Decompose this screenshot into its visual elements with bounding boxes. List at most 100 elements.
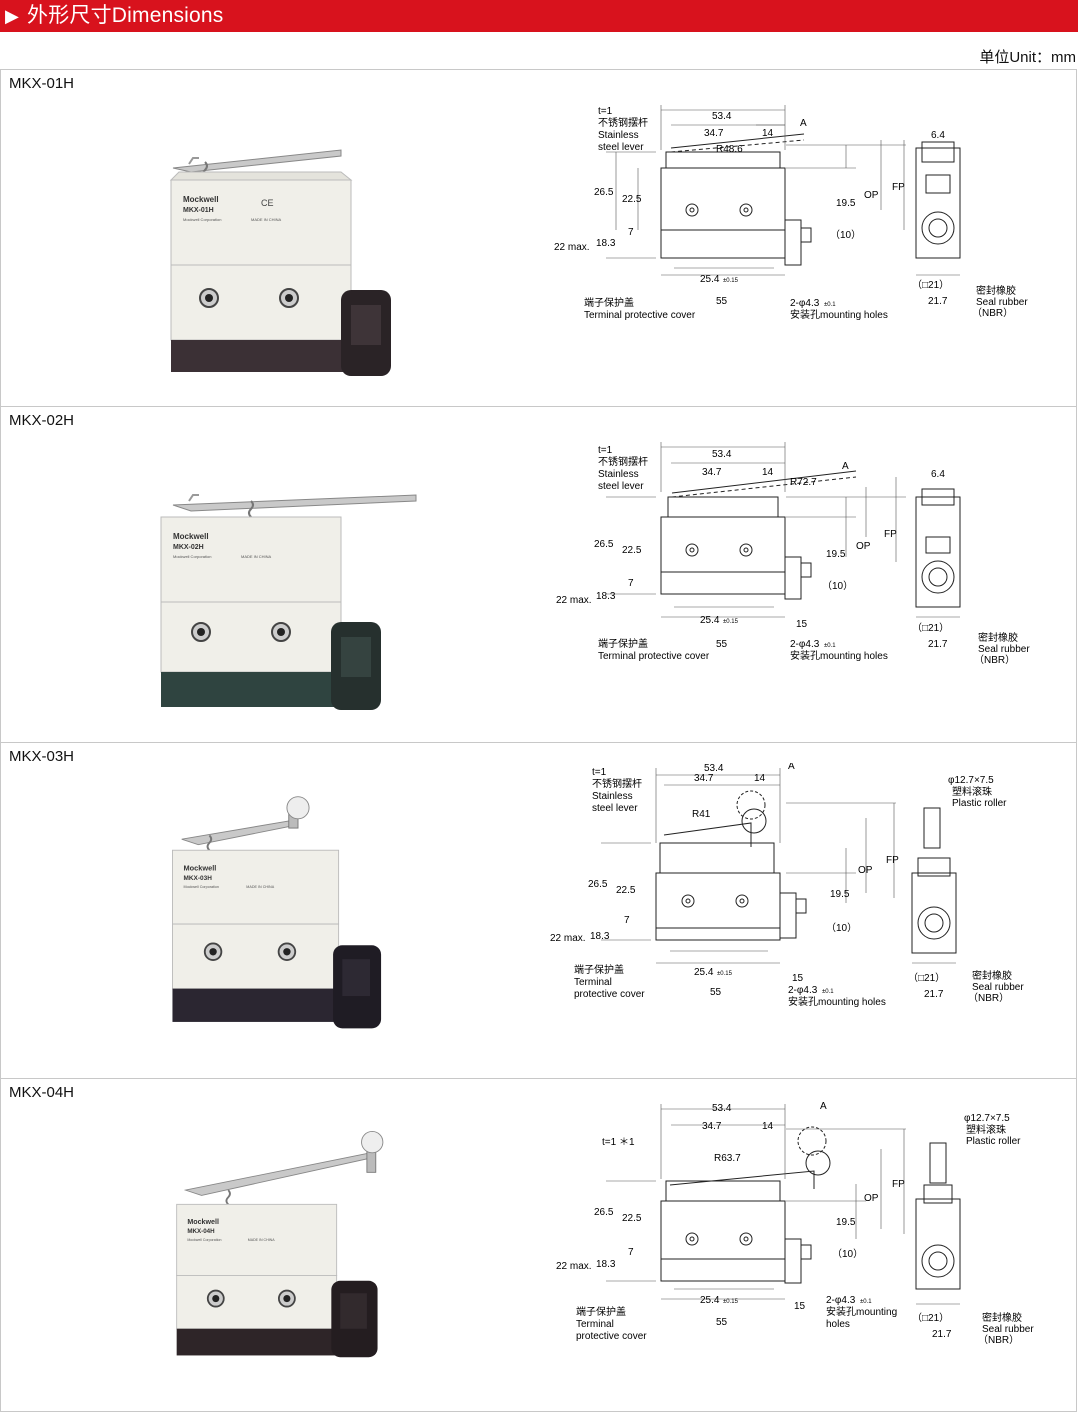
- dim-tol-015: ±0.15: [717, 971, 733, 977]
- dim-thickness: t=1: [598, 445, 613, 456]
- label-mounting-holes-2: holes: [826, 1319, 850, 1330]
- dim-14: 14: [762, 467, 774, 478]
- dim-18-3: 18.3: [596, 591, 616, 602]
- dim-19-5: 19.5: [830, 889, 850, 900]
- photo-model: MKX-01H: [183, 207, 214, 214]
- photo-made: MADE IN CHINA: [241, 554, 272, 559]
- dim-14: 14: [762, 128, 774, 139]
- section-header: ▶ 外形尺寸Dimensions: [0, 0, 1078, 32]
- dim-radius: R41: [692, 809, 711, 820]
- dim-7: 7: [628, 1247, 634, 1258]
- dim-overall: 53.4: [712, 1103, 732, 1114]
- dim-22-max: 22 max.: [550, 933, 586, 944]
- dimension-drawing: t=1 不锈钢摆杆 Stainless steel lever 53.4 34.…: [554, 105, 1028, 321]
- label-lever-en2: steel lever: [598, 481, 644, 492]
- photo-brand: Mockwell: [187, 1218, 219, 1226]
- dim-14: 14: [754, 773, 766, 784]
- photo-made: MADE IN CHINA: [246, 885, 274, 889]
- dim-22-max: 22 max.: [556, 595, 592, 606]
- photo-model: MKX-03H: [184, 875, 213, 882]
- dim-holes: 2-φ4.3: [788, 985, 818, 996]
- dim-21: （□21）: [912, 622, 949, 634]
- dim-25-4: 25.4: [694, 967, 714, 978]
- dim-arrow-a: A: [788, 763, 795, 772]
- dim-15: 15: [794, 1301, 806, 1312]
- label-cover-en: Terminal: [574, 977, 612, 988]
- label-cover-en: Terminal protective cover: [598, 651, 710, 662]
- dim-overall: 53.4: [704, 763, 724, 774]
- dim-15: 15: [796, 619, 808, 630]
- dimension-drawing: t=1 ＊1 53.4 34.7 14 R63.7 A 26.5 22.5 7 …: [556, 1101, 1034, 1346]
- dim-26-5: 26.5: [588, 879, 608, 890]
- label-cover-en: Terminal protective cover: [584, 310, 696, 321]
- dim-op: OP: [864, 190, 879, 201]
- label-seal-nbr: （NBR）: [972, 307, 1013, 319]
- photo-made: MADE IN CHINA: [251, 217, 282, 222]
- product-photo: Mockwell MKX-03H Mockwell Corporation MA…: [172, 796, 382, 1029]
- label-roller-zh: 塑料滚珠: [952, 785, 992, 798]
- dim-22-max: 22 max.: [556, 1261, 592, 1272]
- label-seal-nbr: （NBR）: [968, 992, 1009, 1004]
- dim-22-max: 22 max.: [554, 242, 590, 253]
- dim-21-7: 21.7: [932, 1329, 952, 1340]
- dim-19-5: 19.5: [826, 549, 846, 560]
- dim-fp: FP: [892, 1179, 905, 1190]
- dim-26-5: 26.5: [594, 539, 614, 550]
- dim-34-7: 34.7: [704, 128, 724, 139]
- photo-corp: Mockwell Corporation: [173, 554, 211, 559]
- model-name: MKX-03H: [9, 748, 75, 765]
- dim-radius: R72.7: [790, 477, 817, 488]
- label-lever-en: Stainless: [598, 469, 639, 480]
- label-lever-zh: 不锈钢摆杆: [598, 455, 648, 468]
- dim-7: 7: [628, 578, 634, 589]
- photo-corp: Mockwell Corporation: [184, 885, 219, 889]
- dim-55: 55: [716, 1317, 728, 1328]
- label-mounting-holes: 安装孔mounting holes: [790, 308, 888, 321]
- photo-corp: Mockwell Corporation: [187, 1238, 221, 1242]
- product-photo: Mockwell MKX-02H Mockwell Corporation MA…: [160, 494, 417, 710]
- label-cover-en: Terminal: [576, 1319, 614, 1330]
- dim-10: （10）: [822, 580, 853, 592]
- dim-34-7: 34.7: [702, 467, 722, 478]
- label-mounting-holes: 安装孔mounting holes: [788, 995, 886, 1008]
- dimensions-table: MKX-01H Mockwell MKX-01H Mockwell Corpor…: [0, 69, 1077, 1412]
- dim-6-4: 6.4: [931, 469, 945, 480]
- svg-text:CE: CE: [261, 198, 274, 208]
- dim-tol-015: ±0.15: [723, 619, 739, 625]
- dim-holes: 2-φ4.3: [790, 639, 820, 650]
- dim-roller: φ12.7×7.5: [948, 775, 994, 786]
- dimension-drawing: t=1 不锈钢摆杆 Stainless steel lever 53.4 34.…: [556, 442, 1030, 666]
- dim-radius: R48.6: [716, 144, 743, 155]
- dim-55: 55: [716, 639, 728, 650]
- label-mounting-holes: 安装孔mounting holes: [790, 649, 888, 662]
- dim-arrow-a: A: [800, 118, 807, 129]
- label-cover-zh: 端子保护盖: [576, 1305, 626, 1318]
- dim-tol-01: ±0.1: [824, 302, 836, 308]
- dim-21-7: 21.7: [924, 989, 944, 1000]
- dim-25-4: 25.4: [700, 1295, 720, 1306]
- label-seal-zh: 密封橡胶: [982, 1311, 1022, 1324]
- dim-25-4: 25.4: [700, 615, 720, 626]
- label-cover-en2: protective cover: [574, 989, 645, 1000]
- unit-label: 单位Unit：mm: [979, 49, 1076, 66]
- label-roller-en: Plastic roller: [966, 1136, 1021, 1147]
- photo-brand: Mockwell: [173, 532, 209, 541]
- label-seal-en: Seal rubber: [976, 297, 1028, 308]
- label-seal-zh: 密封橡胶: [976, 284, 1016, 297]
- label-seal-zh: 密封橡胶: [978, 631, 1018, 644]
- dim-21-7: 21.7: [928, 639, 948, 650]
- model-panel-3: MKX-03H Mockwell MKX-03H Mockwell Corpor…: [1, 742, 1076, 1079]
- dim-7: 7: [628, 227, 634, 238]
- label-lever-en: Stainless: [592, 791, 633, 802]
- dim-22-5: 22.5: [622, 194, 642, 205]
- dim-holes: 2-φ4.3: [826, 1295, 856, 1306]
- dim-21-7: 21.7: [928, 296, 948, 307]
- label-mounting-holes: 安装孔mounting: [826, 1305, 897, 1318]
- dim-22-5: 22.5: [622, 545, 642, 556]
- model-panel-1: MKX-01H Mockwell MKX-01H Mockwell Corpor…: [1, 70, 1076, 406]
- dim-op: OP: [856, 541, 871, 552]
- dim-34-7: 34.7: [694, 773, 714, 784]
- label-cover-zh: 端子保护盖: [598, 637, 648, 650]
- dim-thickness: t=1: [598, 106, 613, 117]
- photo-corp: Mockwell Corporation: [183, 217, 221, 222]
